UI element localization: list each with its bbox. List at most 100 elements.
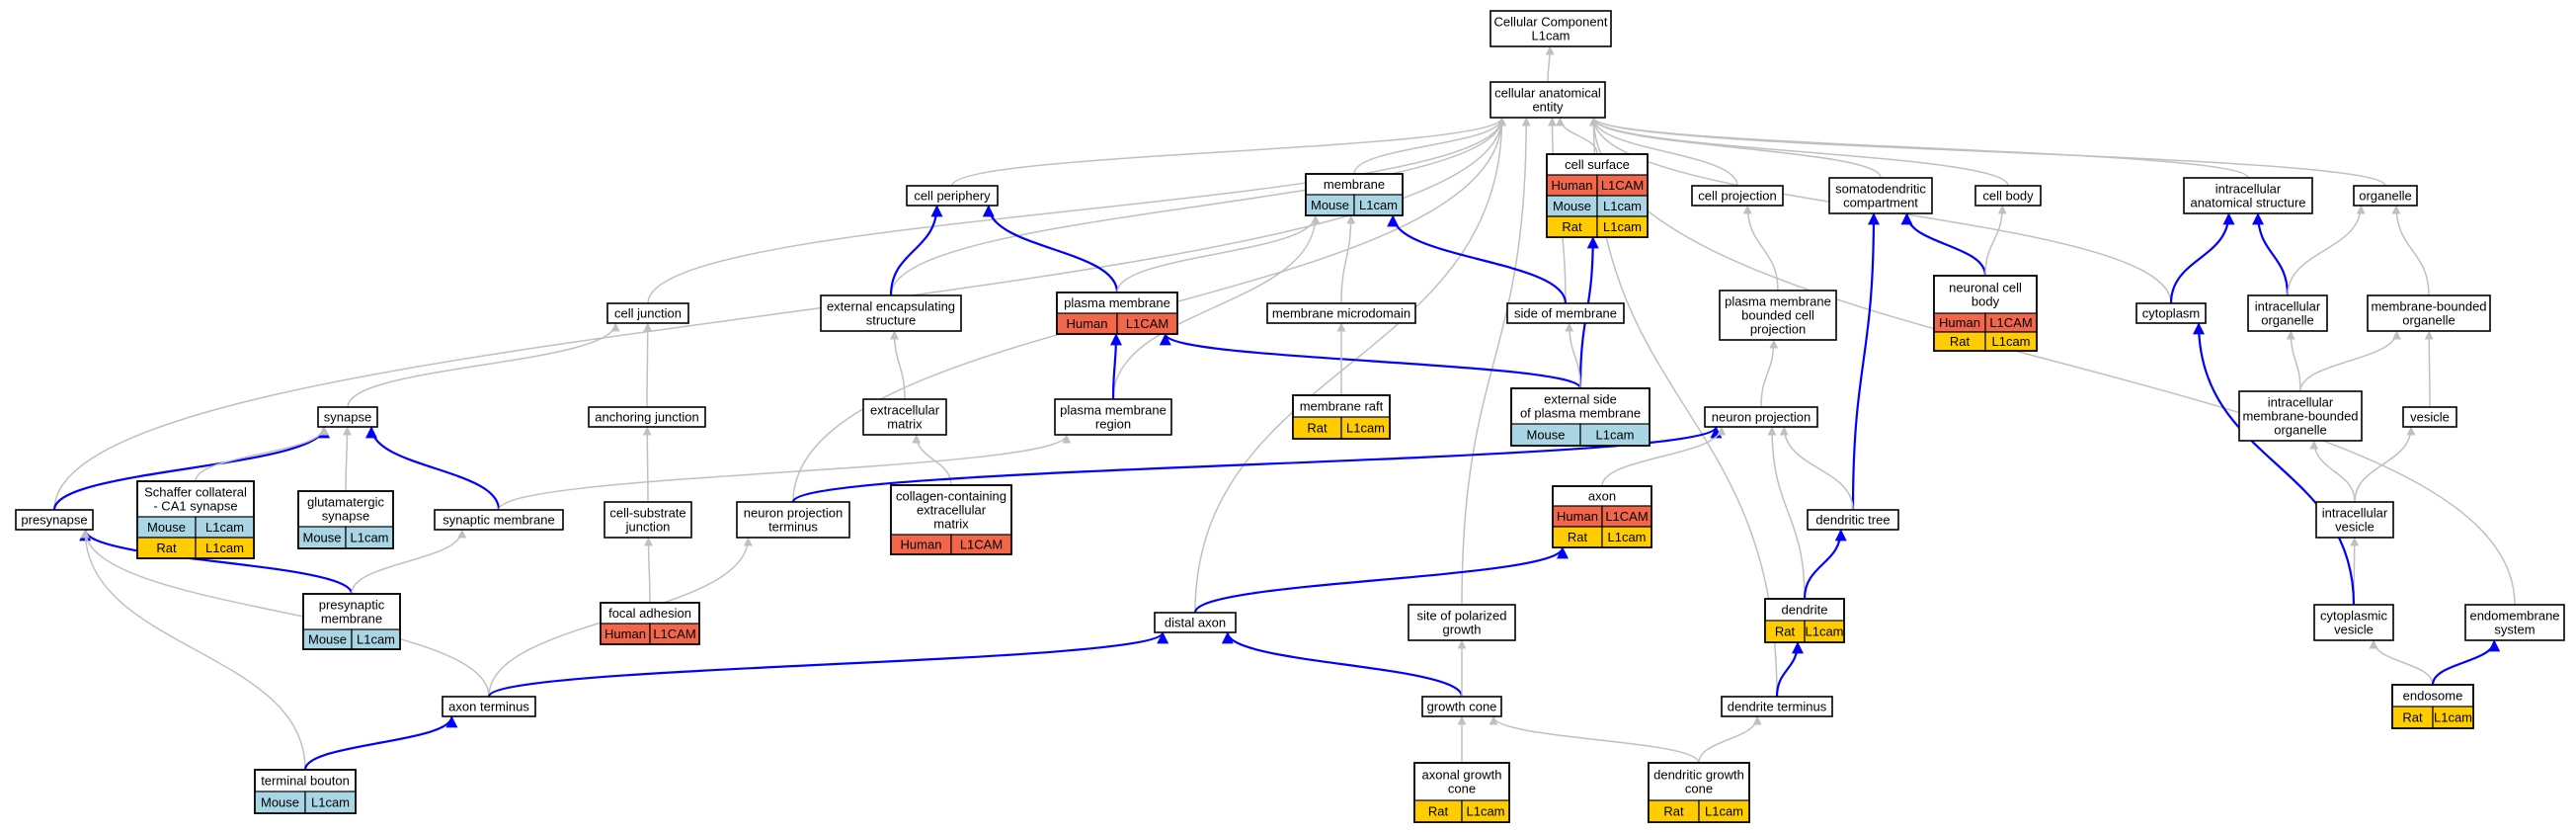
edge-neuronal-cell-body-to-somatodendritic bbox=[1900, 212, 1987, 277]
gene-label: L1cam bbox=[1607, 530, 1646, 544]
node-presynapse: presynapse bbox=[15, 509, 94, 531]
edge-endosome-to-endomembrane bbox=[2431, 639, 2501, 686]
node-box bbox=[15, 509, 94, 531]
node-box bbox=[862, 398, 947, 436]
edge-distal-axon-to-cae bbox=[1194, 117, 1507, 614]
node-label-line: junction bbox=[625, 520, 671, 535]
node-box bbox=[2367, 294, 2491, 332]
species-label: Rat bbox=[1568, 530, 1588, 544]
node-distal-axon: distal axon bbox=[1154, 612, 1237, 633]
node-label-line: plasma membrane bbox=[1064, 295, 1170, 310]
node-outline bbox=[1552, 485, 1652, 548]
node-label-line: synaptic membrane bbox=[443, 513, 554, 528]
node-label-line: distal axon bbox=[1165, 616, 1226, 630]
node-outline bbox=[1292, 394, 1391, 440]
edge-organelle-to-cae bbox=[1589, 117, 2386, 187]
node-label-line: L1cam bbox=[1531, 29, 1570, 43]
node-label-line: cone bbox=[1448, 782, 1476, 796]
node-box bbox=[1974, 185, 2042, 207]
node-label-line: membrane raft bbox=[1300, 399, 1384, 414]
gene-label: L1cam bbox=[1466, 804, 1504, 819]
node-outline bbox=[1648, 762, 1750, 823]
edge-terminal-bouton-to-axon-terminus bbox=[303, 715, 458, 771]
gene-label: L1CAM bbox=[1126, 316, 1168, 331]
edge-cell-surface-to-cae bbox=[1556, 117, 1598, 155]
node-label-line: cytoplasm bbox=[2142, 306, 2201, 321]
node-box bbox=[2464, 604, 2565, 641]
edge-cell-body-to-cae bbox=[1589, 117, 2009, 187]
node-label-line: cell projection bbox=[1698, 189, 1777, 204]
node-label-line: endosome bbox=[2403, 689, 2463, 704]
node-neuron-projection: neuron projection bbox=[1704, 406, 1818, 428]
node-box bbox=[1408, 604, 1516, 641]
edge-membrane-microdomain-to-membrane bbox=[1340, 214, 1356, 304]
node-label-line: neuron projection bbox=[1712, 410, 1811, 425]
edge-presynaptic-membrane-to-synaptic-membrane bbox=[351, 529, 467, 595]
node-outline bbox=[297, 490, 394, 549]
node-label-line: body bbox=[1972, 294, 2000, 309]
node-label-line: focal adhesion bbox=[608, 606, 691, 621]
species-label: Rat bbox=[1428, 804, 1449, 819]
node-box bbox=[2313, 604, 2394, 641]
node-label-line: projection bbox=[1750, 322, 1806, 337]
edge-axon-terminus-to-presynapse bbox=[80, 529, 490, 698]
node-cell-periphery: cell periphery bbox=[906, 185, 999, 207]
node-outline bbox=[1305, 173, 1404, 216]
species-label: Rat bbox=[1663, 804, 1684, 819]
edge-pm-region-to-plasma-membrane bbox=[1109, 333, 1122, 400]
node-label-line: - CA1 synapse bbox=[153, 499, 237, 514]
species-label: Rat bbox=[2402, 710, 2423, 725]
node-label-line: entity bbox=[1532, 100, 1564, 115]
node-box bbox=[2247, 294, 2328, 332]
edge-dendritic-tree-to-neuron-projection bbox=[1779, 426, 1854, 511]
gene-label: L1cam bbox=[2434, 710, 2472, 725]
node-outline bbox=[1764, 598, 1845, 643]
edge-plasma-membrane-to-membrane bbox=[1116, 214, 1321, 293]
node-label-line: vesicle bbox=[2410, 410, 2450, 425]
node-label-line: vesicle bbox=[2335, 520, 2375, 535]
edge-glutamatergic-to-synapse bbox=[342, 426, 352, 492]
species-label: Human bbox=[604, 626, 646, 641]
gene-label: L1CAM bbox=[960, 538, 1003, 552]
gene-label: L1cam bbox=[205, 520, 244, 535]
species-label: Mouse bbox=[1553, 199, 1591, 213]
node-box bbox=[1721, 696, 1833, 717]
node-label-line: organelle bbox=[2274, 423, 2327, 438]
edge-intracellular-organelle-to-organelle bbox=[2287, 205, 2366, 296]
edge-site-polarized-to-cae bbox=[1461, 117, 1531, 606]
gene-label: L1cam bbox=[1359, 198, 1398, 212]
edge-ext-encaps-to-cell-periphery bbox=[889, 205, 943, 296]
node-label-line: intracellular bbox=[2215, 182, 2282, 197]
node-cell-body: cell body bbox=[1974, 185, 2042, 207]
node-label-line: organelle bbox=[2261, 313, 2314, 328]
edge-ecm-to-ext-encaps bbox=[890, 330, 906, 400]
node-label-line: intracellular bbox=[2322, 506, 2388, 521]
edge-synapse-to-cell-junction bbox=[347, 322, 620, 408]
node-label-line: intracellular bbox=[2255, 299, 2321, 314]
edge-imbo-to-mb-organelle bbox=[2299, 330, 2401, 392]
edge-intracellular-vesicle-to-imbo bbox=[2309, 440, 2356, 503]
node-label-line: growth bbox=[1442, 623, 1481, 637]
edge-cytoplasm-to-ias bbox=[2169, 212, 2235, 304]
node-label-line: compartment bbox=[1843, 196, 1918, 210]
edge-vesicle-to-mb-organelle bbox=[2424, 330, 2434, 408]
node-box bbox=[1506, 302, 1625, 324]
edge-imbo-to-intracellular-organelle bbox=[2286, 330, 2301, 392]
edge-dendrite-to-dendritic-tree bbox=[1803, 529, 1847, 600]
edge-synaptic-membrane-to-synapse bbox=[365, 426, 501, 511]
edge-anchoring-junction-to-cell-junction bbox=[643, 322, 653, 408]
node-box bbox=[1807, 509, 1899, 531]
node-label-line: membrane-bounded bbox=[2242, 409, 2358, 424]
gene-label: L1cam bbox=[1346, 421, 1385, 436]
node-box bbox=[442, 696, 536, 717]
